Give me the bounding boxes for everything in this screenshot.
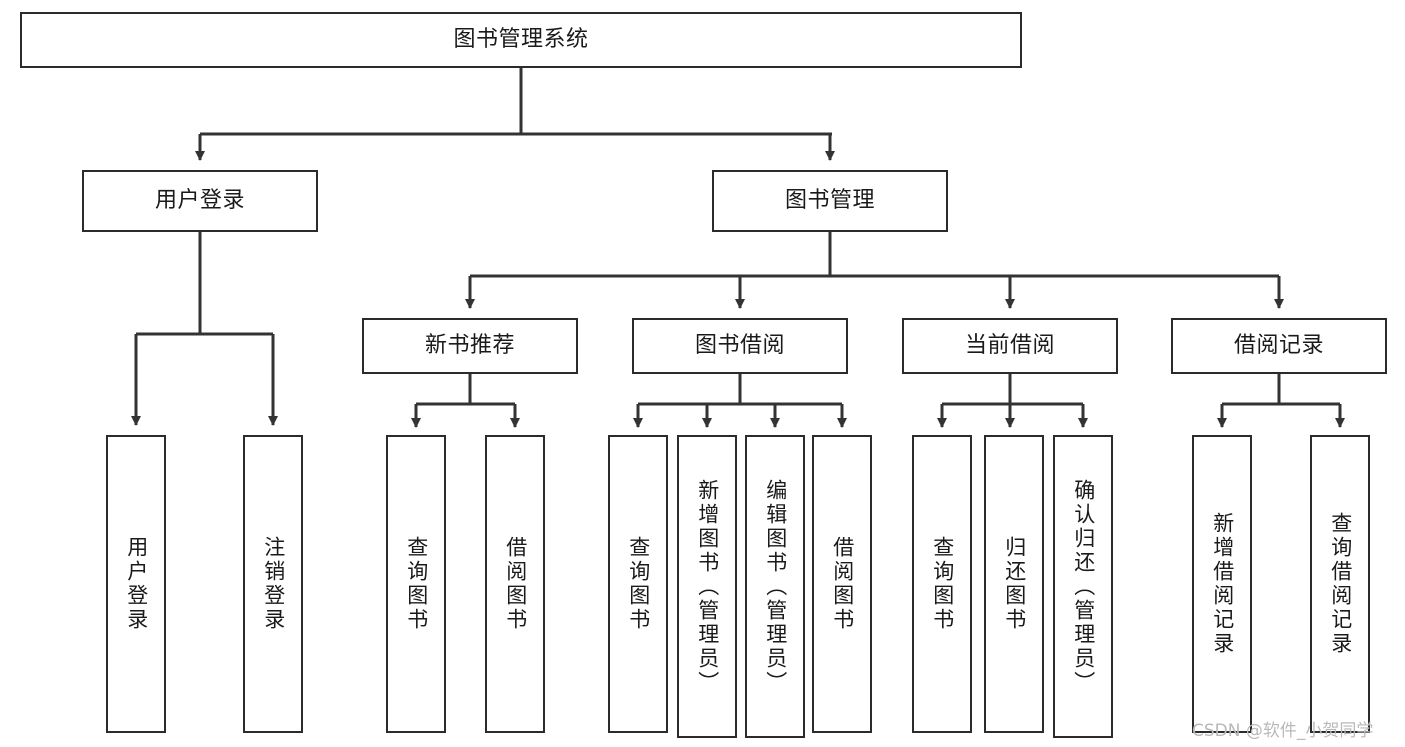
node-book-manage[interactable]: 图书管理	[712, 170, 948, 232]
leaf-query-book-3[interactable]: 查询图书	[912, 435, 972, 733]
leaf-query-book-2[interactable]: 查询图书	[608, 435, 668, 733]
node-current-borrow[interactable]: 当前借阅	[902, 318, 1118, 374]
node-current-borrow-label: 当前借阅	[964, 333, 1055, 359]
leaf-confirm-return[interactable]: 确认归还（管理员）	[1053, 435, 1113, 738]
csdn-watermark: CSDN @软件_小贺同学	[1192, 721, 1374, 741]
leaf-user-login[interactable]: 用户登录	[106, 435, 166, 733]
leaf-return-book-label: 归还图书	[1002, 536, 1027, 632]
node-borrow-record[interactable]: 借阅记录	[1171, 318, 1387, 374]
leaf-borrow-book-2-label: 借阅图书	[830, 536, 855, 632]
node-new-book-recommend-label: 新书推荐	[424, 333, 515, 359]
leaf-query-record-label: 查询借阅记录	[1328, 512, 1353, 656]
node-book-manage-label: 图书管理	[784, 188, 875, 214]
leaf-add-record-label: 新增借阅记录	[1210, 512, 1235, 656]
leaf-add-record[interactable]: 新增借阅记录	[1192, 435, 1252, 733]
leaf-query-book-1[interactable]: 查询图书	[386, 435, 446, 733]
leaf-add-book-label: 新增图书（管理员）	[695, 478, 720, 695]
leaf-user-login-label: 用户登录	[124, 536, 149, 632]
leaf-logout-label: 注销登录	[261, 536, 286, 632]
node-user-login[interactable]: 用户登录	[82, 170, 318, 232]
node-root-label: 图书管理系统	[453, 27, 589, 53]
node-root[interactable]: 图书管理系统	[20, 12, 1022, 68]
node-book-borrow[interactable]: 图书借阅	[632, 318, 848, 374]
node-new-book-recommend[interactable]: 新书推荐	[362, 318, 578, 374]
leaf-borrow-book-1-label: 借阅图书	[503, 536, 528, 632]
leaf-query-book-3-label: 查询图书	[930, 536, 955, 632]
leaf-borrow-book-1[interactable]: 借阅图书	[485, 435, 545, 733]
leaf-edit-book[interactable]: 编辑图书（管理员）	[745, 435, 805, 738]
leaf-return-book[interactable]: 归还图书	[984, 435, 1044, 733]
leaf-logout[interactable]: 注销登录	[243, 435, 303, 733]
node-borrow-record-label: 借阅记录	[1233, 333, 1324, 359]
leaf-add-book[interactable]: 新增图书（管理员）	[677, 435, 737, 738]
node-book-borrow-label: 图书借阅	[694, 333, 785, 359]
leaf-edit-book-label: 编辑图书（管理员）	[763, 478, 788, 695]
leaf-query-book-1-label: 查询图书	[404, 536, 429, 632]
node-user-login-label: 用户登录	[154, 188, 245, 214]
leaf-query-book-2-label: 查询图书	[626, 536, 651, 632]
leaf-borrow-book-2[interactable]: 借阅图书	[812, 435, 872, 733]
leaf-confirm-return-label: 确认归还（管理员）	[1071, 478, 1096, 695]
leaf-query-record[interactable]: 查询借阅记录	[1310, 435, 1370, 733]
